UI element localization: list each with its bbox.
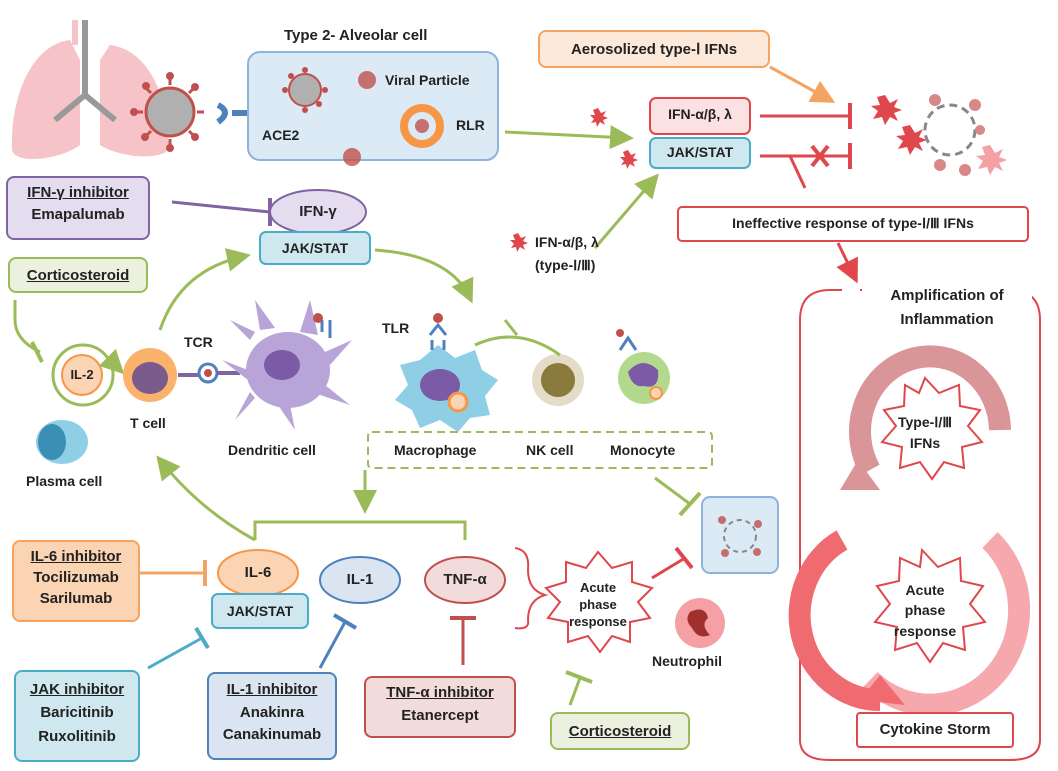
acute-right-line3: response — [893, 622, 957, 639]
type-ifns-label: Type-Ⅰ/Ⅲ IFNs — [880, 412, 970, 454]
type-ifns-line2: IFNs — [909, 435, 941, 451]
aerosolized-box: Aerosolized type-Ⅰ IFNs — [538, 30, 770, 68]
jakstat-il6-label: JAK/STAT — [226, 603, 294, 619]
amplification-line1: Amplification of — [890, 287, 1004, 304]
il1-label: IL-1 — [346, 571, 374, 588]
corticosteroid-label-left: Corticosteroid — [26, 267, 130, 284]
rlr-icon — [400, 104, 444, 148]
ineffective-response-box — [677, 206, 1029, 242]
il6-inhibitor-title: IL-6 inhibitor — [30, 548, 122, 565]
cells-group-box — [367, 431, 713, 469]
corticosteroid-box-left: Corticosteroid — [8, 257, 148, 293]
acute-line2: phase — [579, 596, 617, 612]
acute-line3: response — [569, 613, 627, 629]
emapalumab-label: Emapalumab — [31, 205, 125, 223]
macrophage-label: Macrophage — [394, 442, 477, 458]
etanercept-label: Etanercept — [401, 706, 479, 724]
baricitinib-label: Baricitinib — [40, 704, 114, 722]
corticosteroid-box-bottom: Corticosteroid — [550, 712, 690, 750]
type-ifns-line1: Type-Ⅰ/Ⅲ — [898, 414, 952, 430]
ifn-type-line1: IFN-α/β, λ — [535, 234, 599, 250]
rlr-label: RLR — [456, 117, 485, 133]
acute-phase-right-label: Acute phase response — [880, 580, 970, 641]
monocyte-label: Monocyte — [610, 442, 676, 458]
jakstat-box — [649, 137, 751, 169]
tnf-ellipse — [424, 556, 506, 604]
tnf-label: TNF-α — [443, 571, 487, 588]
il1-inhibitor-box: IL-1 inhibitor Anakinra Canakinumab — [207, 672, 337, 760]
plasma-cell-label: Plasma cell — [26, 473, 103, 489]
tlr-label: TLR — [382, 320, 410, 336]
ifn-gamma-inhibitor-title: IFN-γ inhibitor — [27, 184, 129, 201]
amplification-line2: Inflammation — [900, 311, 994, 328]
tcr-label: TCR — [184, 334, 213, 350]
acute-right-line2: phase — [904, 602, 946, 619]
ineffective-label: Ineffective response of type-Ⅰ/Ⅲ IFNs — [732, 215, 974, 231]
cytokine-storm-box — [856, 712, 1014, 748]
amplification-title: Amplification of Inflammation — [862, 284, 1032, 332]
alveolar-title: Type 2- Alveolar cell — [284, 27, 428, 44]
acute-phase-starburst-right — [873, 547, 987, 664]
tnf-inhibitor-box: TNF-α inhibitor Etanercept — [364, 676, 516, 738]
type-ifns-starburst — [880, 376, 984, 481]
virus-icon — [130, 72, 204, 152]
sarilumab-label: Sarilumab — [39, 590, 113, 607]
jakstat-il6-box — [211, 593, 309, 629]
acute-phase-starburst — [544, 550, 654, 654]
il6-label: IL-6 — [244, 564, 272, 581]
il2-circle — [61, 354, 103, 396]
canakinumab-label: Canakinumab — [222, 726, 322, 743]
viral-particle-label: Viral Particle — [385, 72, 470, 88]
il1-inhibitor-title: IL-1 inhibitor — [226, 681, 318, 698]
jakstat-ifng-box — [259, 231, 371, 265]
anakinra-label: Anakinra — [239, 703, 305, 721]
jakstat-label: JAK/STAT — [666, 144, 734, 160]
ifn-particle-icon — [510, 108, 638, 252]
amplification-panel — [799, 289, 1041, 761]
ifn-gamma-inhibitor-box: IFN-γ inhibitor Emapalumab — [6, 176, 150, 240]
acute-right-line1: Acute — [905, 582, 945, 598]
jakstat-ifng-label: JAK/STAT — [281, 240, 349, 256]
ifn-type-line2: (type-Ⅰ/Ⅲ) — [535, 257, 596, 273]
virus-cleared-box — [701, 496, 779, 574]
cytokine-storm-label: Cytokine Storm — [879, 721, 991, 738]
tnf-inhibitor-title: TNF-α inhibitor — [386, 684, 494, 701]
nk-cell-label: NK cell — [526, 442, 574, 458]
alveolar-cell-box — [247, 51, 499, 161]
aerosolized-label: Aerosolized type-Ⅰ IFNs — [570, 41, 738, 58]
corticosteroid-label-bottom: Corticosteroid — [568, 723, 672, 740]
viral-particle-icon — [358, 71, 376, 89]
receptor-icon — [216, 102, 228, 125]
jak-inhibitor-box: JAK inhibitor Baricitinib Ruxolitinib — [14, 670, 140, 762]
virus-small-icon — [282, 67, 328, 113]
il2-label: IL-2 — [70, 367, 94, 382]
neutrophil-label: Neutrophil — [652, 653, 722, 669]
ifn-gamma-label: IFN-γ — [299, 203, 337, 220]
ace2-label: ACE2 — [262, 127, 300, 143]
jak-inhibitor-title: JAK inhibitor — [29, 681, 125, 698]
acute-phase-label: Acute phase response — [560, 580, 636, 631]
tocilizumab-label: Tocilizumab — [33, 569, 119, 586]
il6-inhibitor-box: IL-6 inhibitor Tocilizumab Sarilumab — [12, 540, 140, 622]
t-cell-label: T cell — [130, 415, 166, 431]
il1-ellipse — [319, 556, 401, 604]
damaged-virus-icon — [871, 94, 1007, 176]
ifn-ab-label: IFN-α/β, λ — [668, 106, 732, 122]
ruxolitinib-label: Ruxolitinib — [38, 727, 116, 745]
acute-line1: Acute — [579, 580, 617, 595]
ifn-ab-box — [649, 97, 751, 135]
dendritic-cell-label: Dendritic cell — [228, 442, 316, 458]
dendritic-cell-icon — [222, 300, 352, 430]
